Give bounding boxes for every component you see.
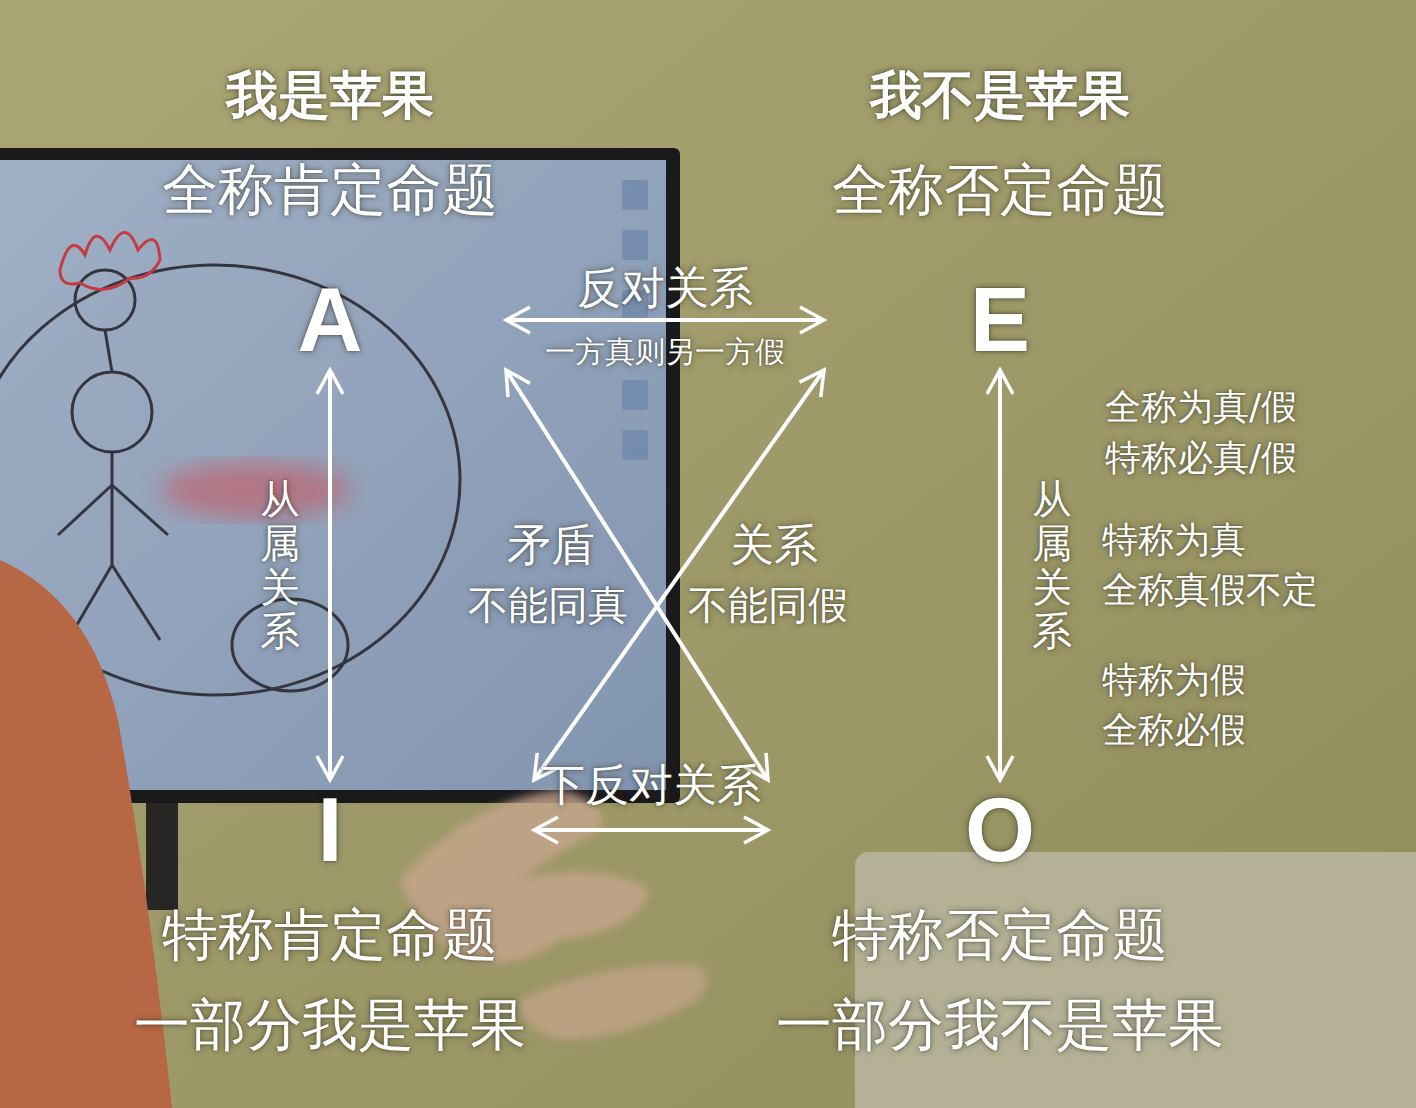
- relation-arrow: [506, 370, 768, 780]
- relation-note: 不能同真: [468, 578, 628, 633]
- example-statement: 一部分我是苹果: [134, 985, 526, 1065]
- rule-note: 全称必假: [1102, 706, 1246, 755]
- example-statement: 我不是苹果: [870, 60, 1130, 130]
- proposition-letter: E: [970, 270, 1030, 370]
- proposition-letter: I: [317, 780, 342, 880]
- example-statement: 一部分我不是苹果: [776, 985, 1224, 1065]
- relation-arrow: [534, 828, 768, 832]
- relation-note: 关系: [730, 516, 818, 575]
- relation-arrow: [998, 370, 1002, 780]
- relation-label: 从属关系: [1032, 477, 1072, 653]
- rule-note: 特称必真/假: [1105, 434, 1297, 483]
- relation-arrow: [534, 370, 824, 780]
- rule-note: 特称为假: [1102, 656, 1246, 705]
- relation-note: 矛盾: [507, 516, 595, 575]
- relation-label: 下反对关系: [541, 756, 761, 815]
- proposition-node: 我是苹果全称肯定命题 A: [154, 60, 506, 370]
- rule-note: 特称为真: [1102, 516, 1246, 565]
- relation-note: 不能同假: [688, 578, 848, 633]
- proposition-node: 我不是苹果全称否定命题 E: [824, 60, 1176, 370]
- proposition-type: 全称肯定命题: [162, 150, 498, 230]
- example-statement: 我是苹果: [226, 60, 434, 130]
- relation-label: 从属关系: [260, 477, 300, 653]
- proposition-letter: A: [298, 270, 363, 370]
- proposition-type: 全称否定命题: [832, 150, 1168, 230]
- proposition-type: 特称否定命题: [832, 895, 1168, 975]
- rule-note: 全称为真/假: [1105, 383, 1297, 432]
- relation-arrow: [506, 318, 824, 322]
- proposition-node: I 特称肯定命题一部分我是苹果: [126, 780, 534, 1065]
- relation-rule: 一方真则另一方假: [545, 332, 785, 373]
- proposition-type: 特称肯定命题: [162, 895, 498, 975]
- relation-label: 反对关系: [577, 259, 753, 318]
- proposition-letter: O: [965, 780, 1035, 880]
- relation-arrow: [328, 370, 332, 780]
- rule-note: 全称真假不定: [1102, 566, 1318, 615]
- proposition-node: O 特称否定命题一部分我不是苹果: [768, 780, 1232, 1065]
